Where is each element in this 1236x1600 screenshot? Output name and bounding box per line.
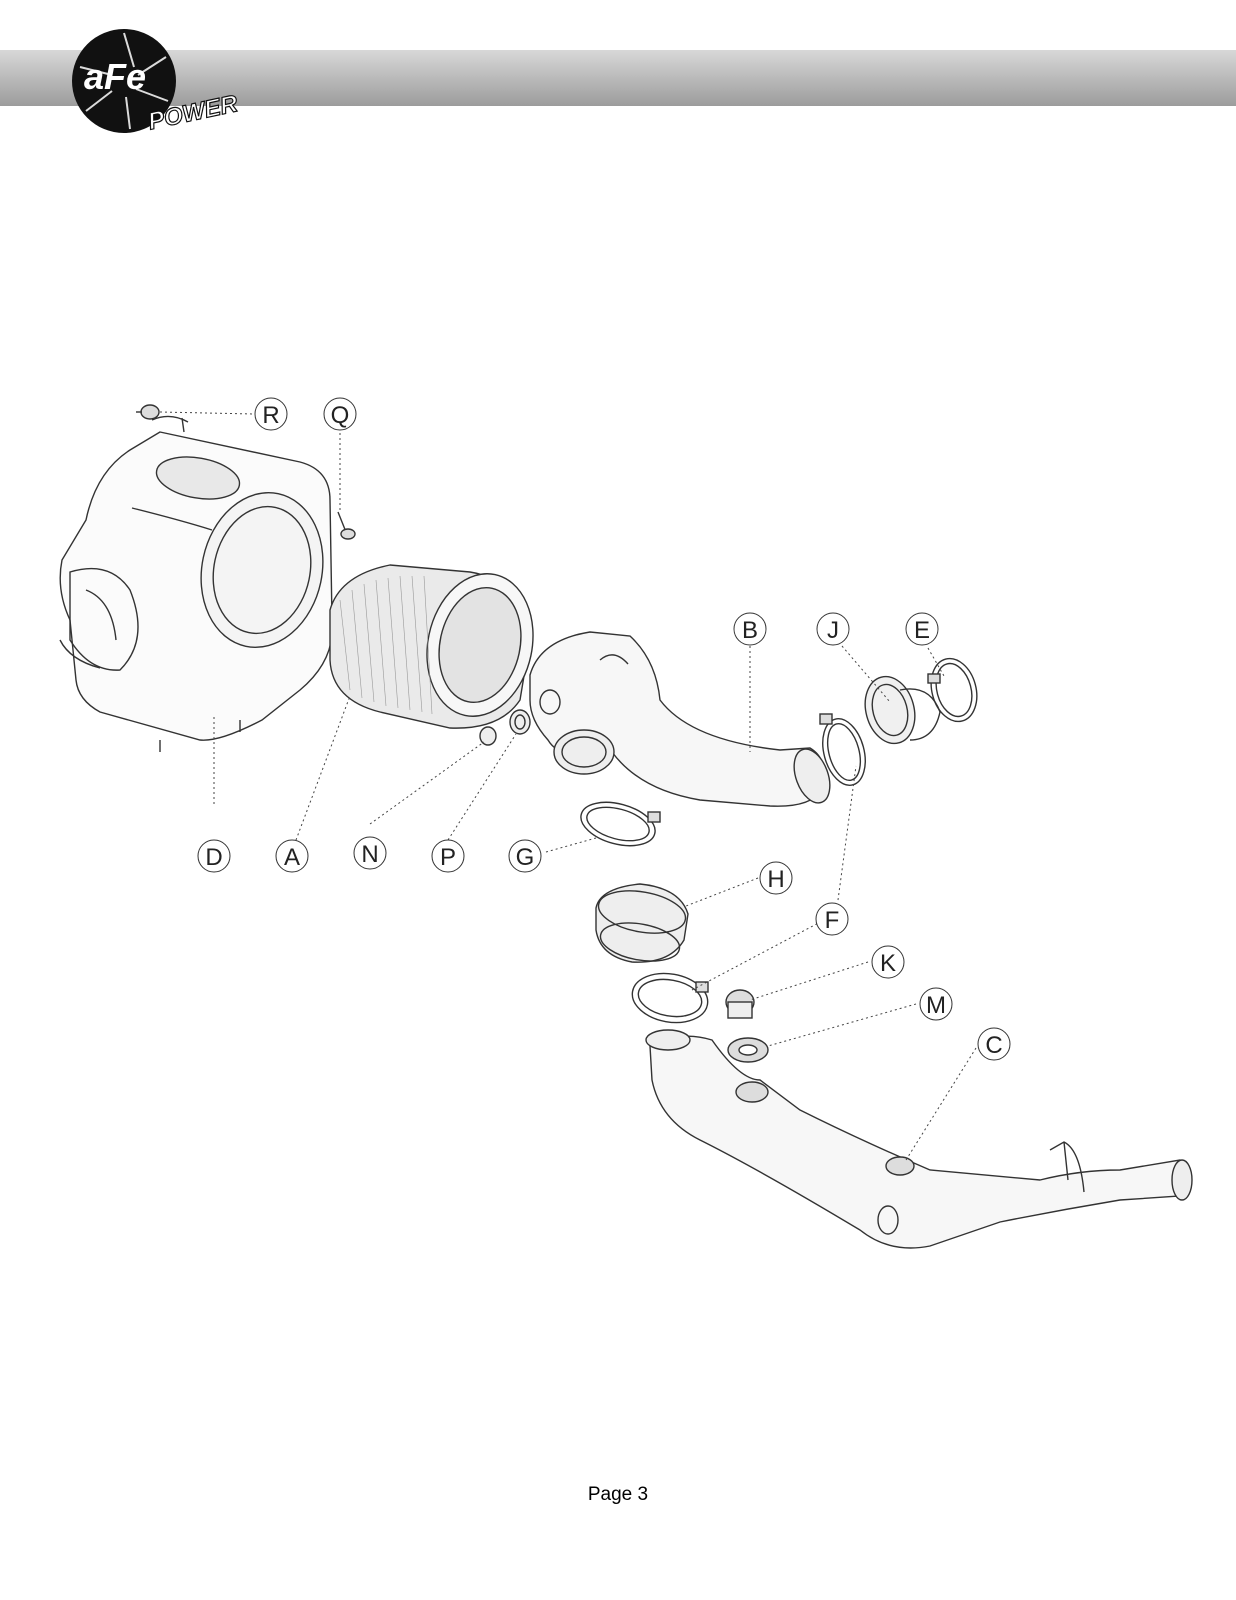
page-number: Page 3: [587, 1484, 649, 1505]
callout-r: R: [262, 402, 279, 429]
clamp-f-lower: [631, 972, 709, 1024]
coupler-j: [864, 675, 941, 745]
callout-h: H: [767, 866, 784, 893]
clamp-e: [927, 657, 978, 723]
callout-b: B: [742, 617, 758, 644]
callout-q: Q: [331, 402, 350, 429]
part-k-fitting: [725, 989, 755, 1019]
callout-e: E: [914, 617, 930, 644]
intake-tube-c: [645, 1029, 1193, 1249]
callout-j: J: [827, 617, 839, 644]
logo-text: aFe: [84, 56, 146, 97]
part-q-bolt: [337, 511, 356, 540]
callout-n: N: [361, 841, 378, 868]
callout-c: C: [985, 1032, 1002, 1059]
callout-d: D: [205, 844, 222, 871]
leader-lines: [159, 411, 977, 1161]
callout-labels: R Q B J E D A N P G H F K M C: [205, 402, 1002, 1059]
part-r-fastener: [136, 404, 160, 420]
coupler-h: [595, 883, 689, 963]
intake-tube: [529, 631, 831, 807]
callout-circles: [197, 397, 1011, 1061]
afe-power-logo: aFe POWER: [72, 29, 241, 136]
callout-a: A: [284, 844, 300, 871]
air-filter: [329, 564, 534, 729]
clamp-g: [580, 801, 661, 847]
callout-g: G: [516, 844, 535, 871]
callout-f: F: [825, 907, 840, 934]
callout-k: K: [880, 950, 896, 977]
part-n-grommet: [479, 726, 497, 746]
clamp-f-upper: [819, 713, 866, 786]
part-m-grommet: [727, 1037, 769, 1063]
callout-m: M: [926, 992, 946, 1019]
part-p-seal: [509, 709, 531, 735]
airbox-housing: [59, 415, 334, 752]
callout-p: P: [440, 844, 456, 871]
header-bar: [0, 50, 1236, 106]
